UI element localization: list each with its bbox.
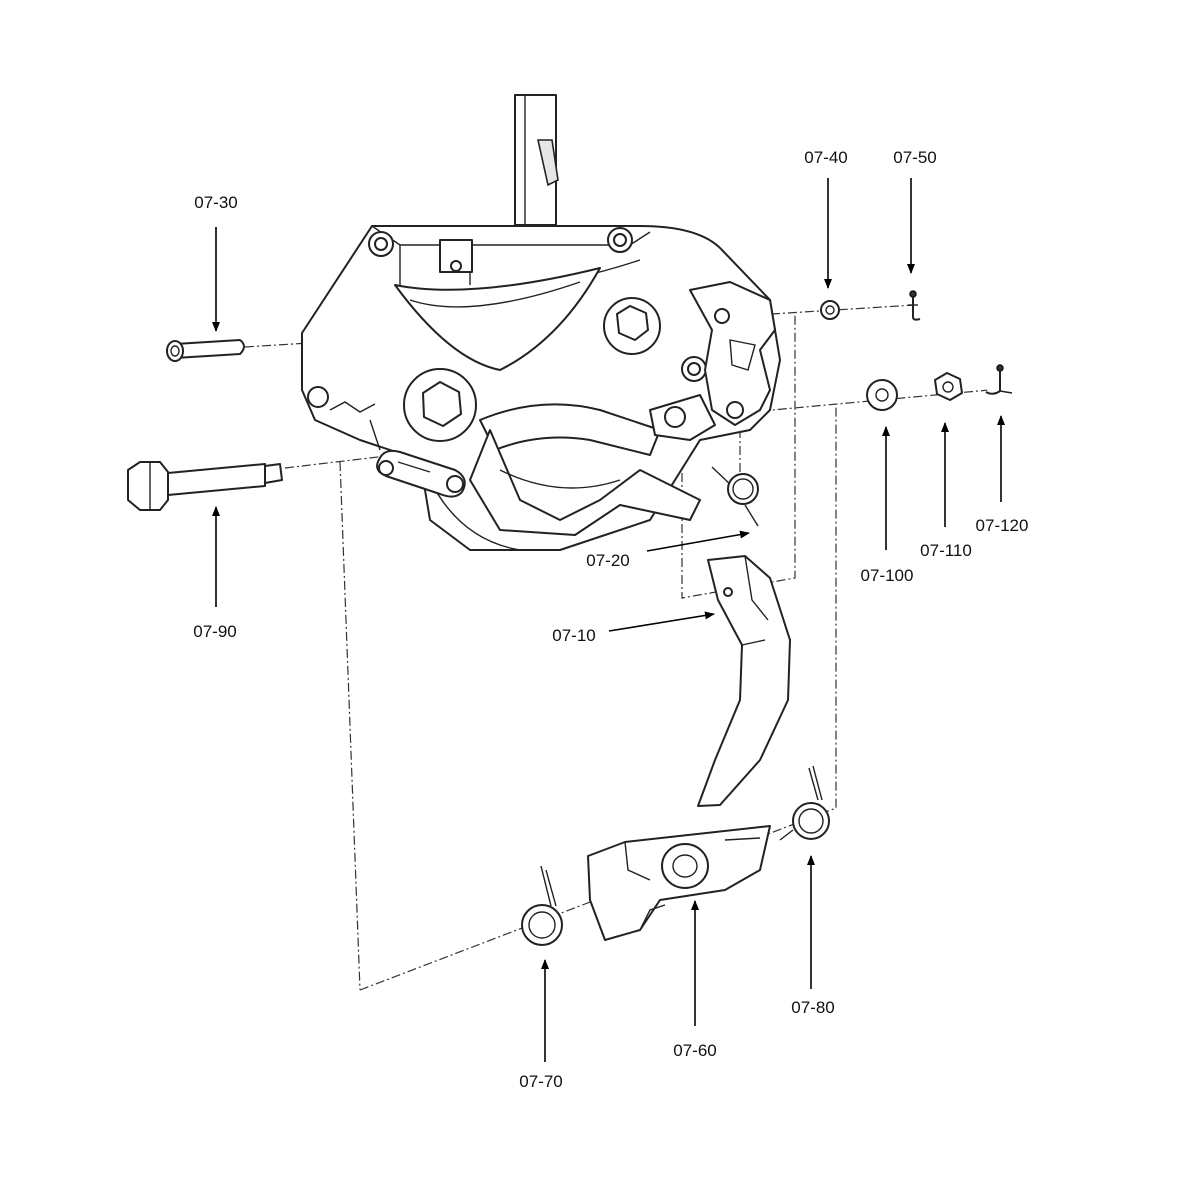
leader-07-10	[608, 611, 715, 632]
coupler-housing	[301, 94, 781, 551]
part-07-100-washer	[866, 379, 898, 411]
leader-07-20	[646, 530, 750, 552]
part-07-120-clip	[985, 364, 1013, 395]
part-07-50-clip	[908, 290, 921, 321]
part-07-80-spring	[779, 765, 830, 841]
callout-07-20: 07-20	[586, 551, 629, 570]
part-07-40-washer	[820, 300, 840, 320]
callout-labels: 07-30 07-40 07-50 07-90 07-20 07-10 07-1…	[193, 148, 1028, 1091]
centerline-spring-axis	[359, 405, 837, 991]
callout-07-90: 07-90	[193, 622, 236, 641]
part-07-20-spring	[711, 466, 759, 527]
callout-07-40: 07-40	[804, 148, 847, 167]
part-07-110-nut	[934, 372, 963, 401]
part-07-60-block	[587, 825, 771, 941]
leader-arrows	[212, 178, 1005, 1062]
part-07-70-spring	[521, 865, 563, 946]
part-07-30-pin	[166, 339, 245, 362]
callout-07-80: 07-80	[791, 998, 834, 1017]
callout-07-110: 07-110	[920, 541, 972, 560]
callout-07-30: 07-30	[194, 193, 237, 212]
callout-07-10: 07-10	[552, 626, 595, 645]
callout-07-120: 07-120	[976, 516, 1029, 535]
part-07-90-bolt	[127, 461, 283, 511]
callout-07-60: 07-60	[673, 1041, 716, 1060]
part-07-10-lever	[697, 555, 791, 807]
callout-07-100: 07-100	[861, 566, 914, 585]
callout-07-50: 07-50	[893, 148, 936, 167]
callout-07-70: 07-70	[519, 1072, 562, 1091]
centerline-left-drop	[339, 461, 361, 991]
